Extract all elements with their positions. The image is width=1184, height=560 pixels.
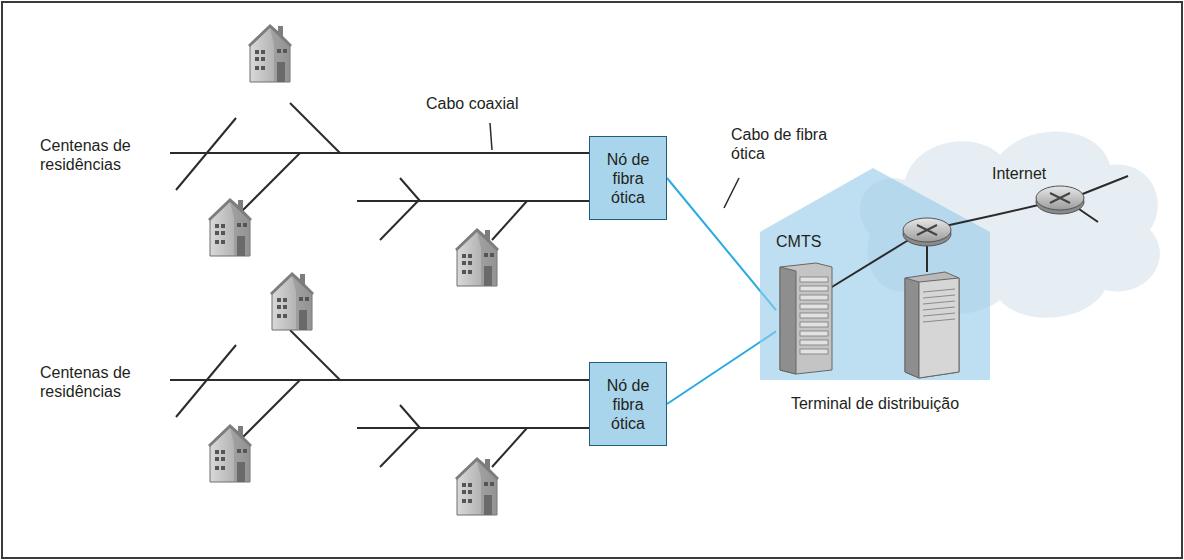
drawing-stroke — [917, 225, 937, 235]
network-link — [827, 236, 915, 290]
residence-icon — [208, 424, 252, 482]
coax-tree — [176, 118, 236, 190]
drawing-stroke — [800, 322, 828, 327]
headend-region: Terminal de distribuiçãoCMTS — [755, 140, 995, 430]
router-icon — [1050, 193, 1070, 203]
node-label: Nó de fibra ótica — [594, 376, 662, 433]
drawing-stroke — [780, 263, 832, 374]
coax-tree — [492, 201, 527, 240]
residence-icon — [455, 457, 499, 515]
coax-tree — [170, 152, 589, 154]
coax-tree — [290, 330, 340, 380]
drawing-stroke — [905, 278, 919, 378]
node-label: Nó de fibra ótica — [594, 150, 662, 207]
coax-tree — [290, 103, 340, 153]
coax-tree — [240, 153, 300, 213]
cloud-label: Internet — [992, 164, 1082, 183]
coax-tree — [380, 428, 418, 467]
coax-tree — [357, 427, 589, 429]
drawing-stroke — [800, 286, 828, 291]
leader-line — [724, 178, 739, 208]
device-label: CMTS — [776, 232, 836, 251]
router-icon — [1036, 186, 1084, 210]
coax-tree — [492, 428, 527, 467]
drawing-stroke — [800, 304, 828, 309]
fiber-cable — [667, 331, 776, 404]
drawing-stroke — [923, 301, 955, 304]
cable-label: Cabo de fibra ótica — [731, 125, 831, 163]
drawing-stroke — [800, 295, 828, 300]
drawing-stroke — [800, 340, 828, 345]
area-label: Centenas de residências — [40, 363, 170, 401]
residence-icon — [248, 24, 292, 82]
coax-tree — [400, 405, 420, 428]
coax-tree — [357, 200, 589, 202]
headend-outline — [760, 168, 990, 380]
coax-tree — [240, 380, 300, 440]
fiber-node-box: Nó de fibra ótica — [589, 136, 667, 220]
drawing-stroke — [800, 349, 828, 354]
coax-tree — [170, 379, 589, 381]
drawing-stroke — [800, 331, 828, 336]
drawing-stroke — [923, 319, 955, 322]
residence-icon — [455, 228, 499, 286]
router-icon — [903, 218, 951, 246]
region-label: Terminal de distribuição — [735, 394, 1015, 413]
drawing-stroke — [800, 313, 828, 318]
cable-label: Cabo coaxial — [426, 94, 546, 113]
fiber-node-box: Nó de fibra ótica — [589, 362, 667, 446]
coax-tree — [400, 178, 420, 201]
drawing-stroke — [800, 277, 828, 282]
network-link — [1080, 176, 1128, 195]
server-icon — [905, 272, 959, 378]
residence-icon — [208, 198, 252, 256]
drawing-stroke — [780, 267, 796, 374]
drawing-stroke — [923, 295, 955, 298]
drawing-stroke — [919, 278, 959, 378]
drawing-stroke — [923, 307, 955, 310]
area-label: Centenas de residências — [40, 136, 170, 174]
router-icon — [1036, 186, 1084, 214]
drawing-stroke — [923, 289, 955, 292]
fiber-cable — [667, 178, 776, 310]
cmts-server — [776, 232, 836, 374]
coax-tree — [380, 201, 418, 240]
cmts-node: CMTS — [776, 232, 836, 374]
leader-line — [490, 123, 492, 150]
drawing-stroke — [923, 313, 955, 316]
residence-icon — [270, 272, 314, 330]
coax-tree — [176, 345, 236, 417]
drawing-stroke — [905, 272, 959, 378]
drawing-stroke — [903, 218, 951, 242]
